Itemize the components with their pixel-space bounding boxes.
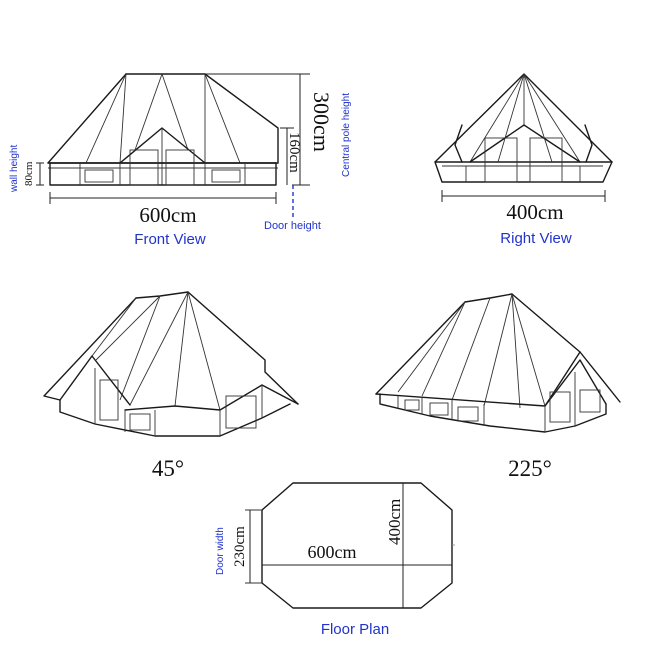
angle-45-label: 45° [152,456,184,481]
floor-plan-title: Floor Plan [321,621,389,638]
door-width-dim: 230cm [232,526,248,567]
right-view-drawing [434,73,613,202]
front-height-dim: 300cm [309,92,334,152]
right-width-dim: 400cm [506,200,563,224]
angle-225-label: 225° [508,456,552,481]
front-width-dim: 600cm [139,203,196,227]
right-view-title: Right View [500,230,572,247]
floor-plan-drawing [245,482,455,609]
central-pole-height-label: Central pole height [341,93,352,177]
door-height-label: Door height [264,220,321,232]
front-view-title: Front View [134,231,206,248]
front-view-drawing [36,73,310,218]
door-width-label: Door width [215,527,226,575]
view-225-drawing [375,293,621,433]
wall-height-label: wall height [9,145,20,193]
view-45-drawing [43,291,299,437]
floor-length-dim: 600cm [308,542,357,562]
floor-width-dim: 400cm [385,499,404,545]
wall-height-dim: 80cm [23,161,35,186]
door-height-dim: 160cm [286,132,302,173]
